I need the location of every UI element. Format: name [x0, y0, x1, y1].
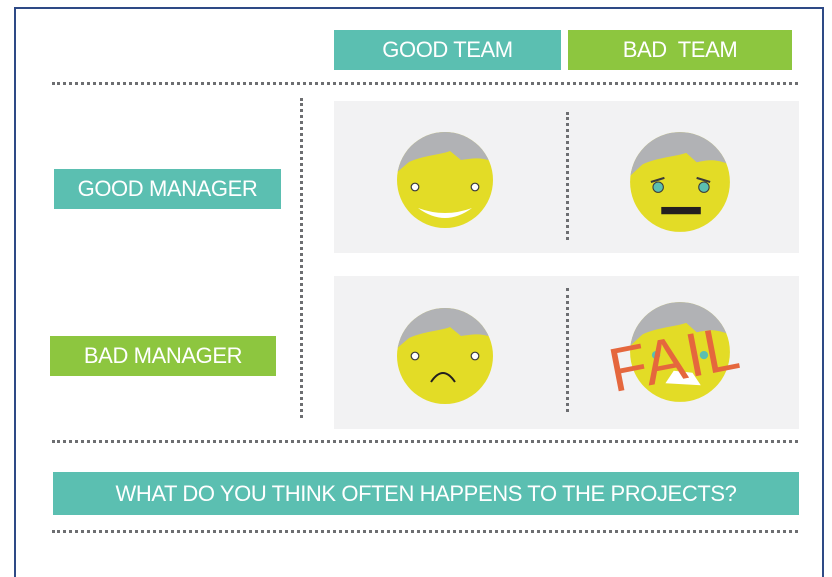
- slide-frame: [14, 7, 824, 577]
- team-divider-bottom: [566, 288, 569, 412]
- fail-stamp: FAIL: [603, 313, 745, 406]
- failed-face-icon: [630, 302, 730, 402]
- middle-divider: [52, 440, 798, 443]
- team-divider-top: [566, 112, 569, 240]
- good-team-header: GOOD TEAM: [334, 30, 561, 70]
- question-banner: WHAT DO YOU THINK OFTEN HAPPENS TO THE P…: [53, 472, 799, 515]
- sad-face-icon: [397, 308, 493, 404]
- happy-face-icon: [397, 132, 493, 228]
- good-manager-label: GOOD MANAGER: [54, 169, 281, 209]
- top-divider: [52, 82, 798, 85]
- bottom-divider: [52, 530, 798, 533]
- bad-team-header: BAD TEAM: [568, 30, 792, 70]
- row-label-divider: [300, 98, 303, 418]
- bad-manager-label: BAD MANAGER: [50, 336, 276, 376]
- angry-face-icon: [630, 132, 730, 232]
